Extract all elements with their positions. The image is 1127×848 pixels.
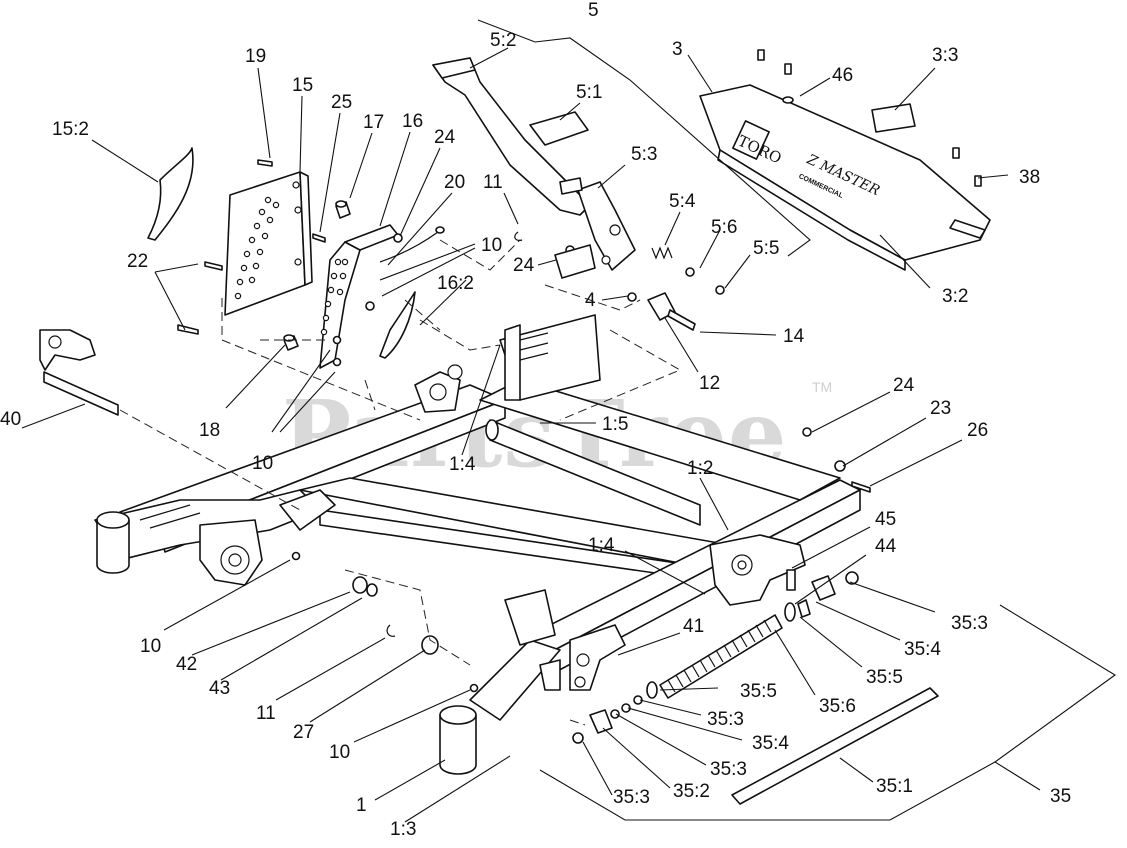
callout-label: 1	[356, 795, 367, 816]
callout-label: 17	[363, 112, 384, 133]
main-frame	[94, 314, 861, 721]
pivot-shaft	[39, 329, 119, 416]
callout-label: 5:5	[753, 238, 779, 259]
callout-label: 41	[683, 616, 704, 637]
callout-label: 4	[585, 290, 596, 311]
left-caster-tube	[96, 511, 130, 574]
callout-label: 27	[293, 722, 314, 743]
callout-label: 16:2	[437, 273, 474, 294]
callout-label: 3:2	[942, 286, 968, 307]
callout-label: 14	[783, 326, 805, 347]
callout-label: 11	[256, 703, 276, 724]
callout-label: 5:1	[576, 82, 602, 103]
spacer-17	[335, 200, 351, 219]
callout-label: 16	[402, 111, 423, 132]
callout-label: 5:3	[631, 144, 657, 165]
callout-label: 35:3	[710, 759, 747, 780]
plate-15	[224, 171, 313, 316]
rod-35-1	[731, 687, 939, 805]
right-caster-tube	[439, 705, 477, 775]
callout-label: 35:5	[740, 681, 777, 702]
callout-label: 35:4	[752, 733, 789, 754]
callout-label: 35:1	[876, 776, 913, 797]
panel-screws	[757, 49, 982, 187]
cover-16-2	[379, 291, 416, 359]
callout-label: 19	[245, 46, 266, 67]
callout-label: 3	[672, 39, 683, 60]
callout-label: 18	[199, 420, 220, 441]
callout-label: 1:4	[588, 535, 615, 556]
callout-label: 11	[483, 172, 503, 193]
callout-label: 45	[875, 509, 896, 530]
callout-label: 1:4	[449, 454, 476, 475]
callout-label: 1:2	[687, 458, 713, 479]
linkage-12	[514, 231, 696, 331]
callout-label: 22	[127, 251, 148, 272]
callout-label: 24	[513, 255, 535, 276]
callout-label: 26	[967, 420, 988, 441]
callout-label: 38	[1019, 167, 1040, 188]
callout-labels: 5 5:2 3 3:3 46 19 15 5:1 25 17 16 15:2 2…	[0, 0, 1071, 840]
callout-label: 15	[292, 75, 313, 96]
callout-label: 35:3	[707, 709, 744, 730]
callout-label: 35:6	[819, 696, 856, 717]
callout-label: 43	[209, 678, 230, 699]
callout-label: 46	[832, 65, 853, 86]
spacer-18	[283, 334, 299, 351]
callout-label: 35:5	[866, 667, 903, 688]
callout-label: 10	[252, 453, 273, 474]
callout-label: 35:4	[904, 639, 941, 660]
callout-label: 24	[434, 127, 456, 148]
callout-label: 5:2	[490, 30, 516, 51]
callout-label: 35:3	[951, 613, 988, 634]
callout-label: 35:2	[673, 781, 710, 802]
control-panel-3: TORO Z MASTER COMMERCIAL	[699, 84, 991, 271]
callout-label: 42	[176, 654, 197, 675]
callout-label: 10	[481, 235, 502, 256]
callout-label: 25	[331, 92, 352, 113]
nuts	[291, 233, 812, 693]
lever-5	[432, 57, 636, 271]
spring-hardware	[352, 460, 871, 744]
callout-label: 5	[588, 0, 599, 21]
callout-label: 24	[893, 375, 915, 396]
spring-5-4	[651, 246, 725, 295]
callout-label: 44	[875, 536, 897, 557]
callout-label: 35	[1050, 786, 1071, 807]
callout-label: 5:6	[711, 217, 737, 238]
callout-leaders	[21, 19, 1116, 823]
callout-label: 10	[329, 742, 350, 763]
callout-label: 1:5	[602, 414, 628, 435]
callout-label: 5:4	[669, 191, 696, 212]
watermark-trademark: TM	[812, 379, 832, 395]
plate-16	[319, 224, 399, 369]
callout-label: 23	[930, 398, 951, 419]
alignment-lines	[119, 239, 682, 726]
spring-35-6	[659, 614, 783, 699]
callout-label: 15:2	[52, 119, 89, 140]
callout-label: 3:3	[932, 45, 958, 66]
callout-label: 10	[140, 636, 161, 657]
callout-label: 40	[0, 409, 21, 430]
cover-15-2	[147, 147, 194, 241]
callout-label: 12	[699, 373, 720, 394]
rod-20	[379, 231, 439, 263]
callout-label: 35:3	[613, 787, 650, 808]
callout-label: 1:3	[390, 819, 416, 840]
callout-label: 20	[444, 172, 465, 193]
rear-tube	[485, 419, 701, 526]
